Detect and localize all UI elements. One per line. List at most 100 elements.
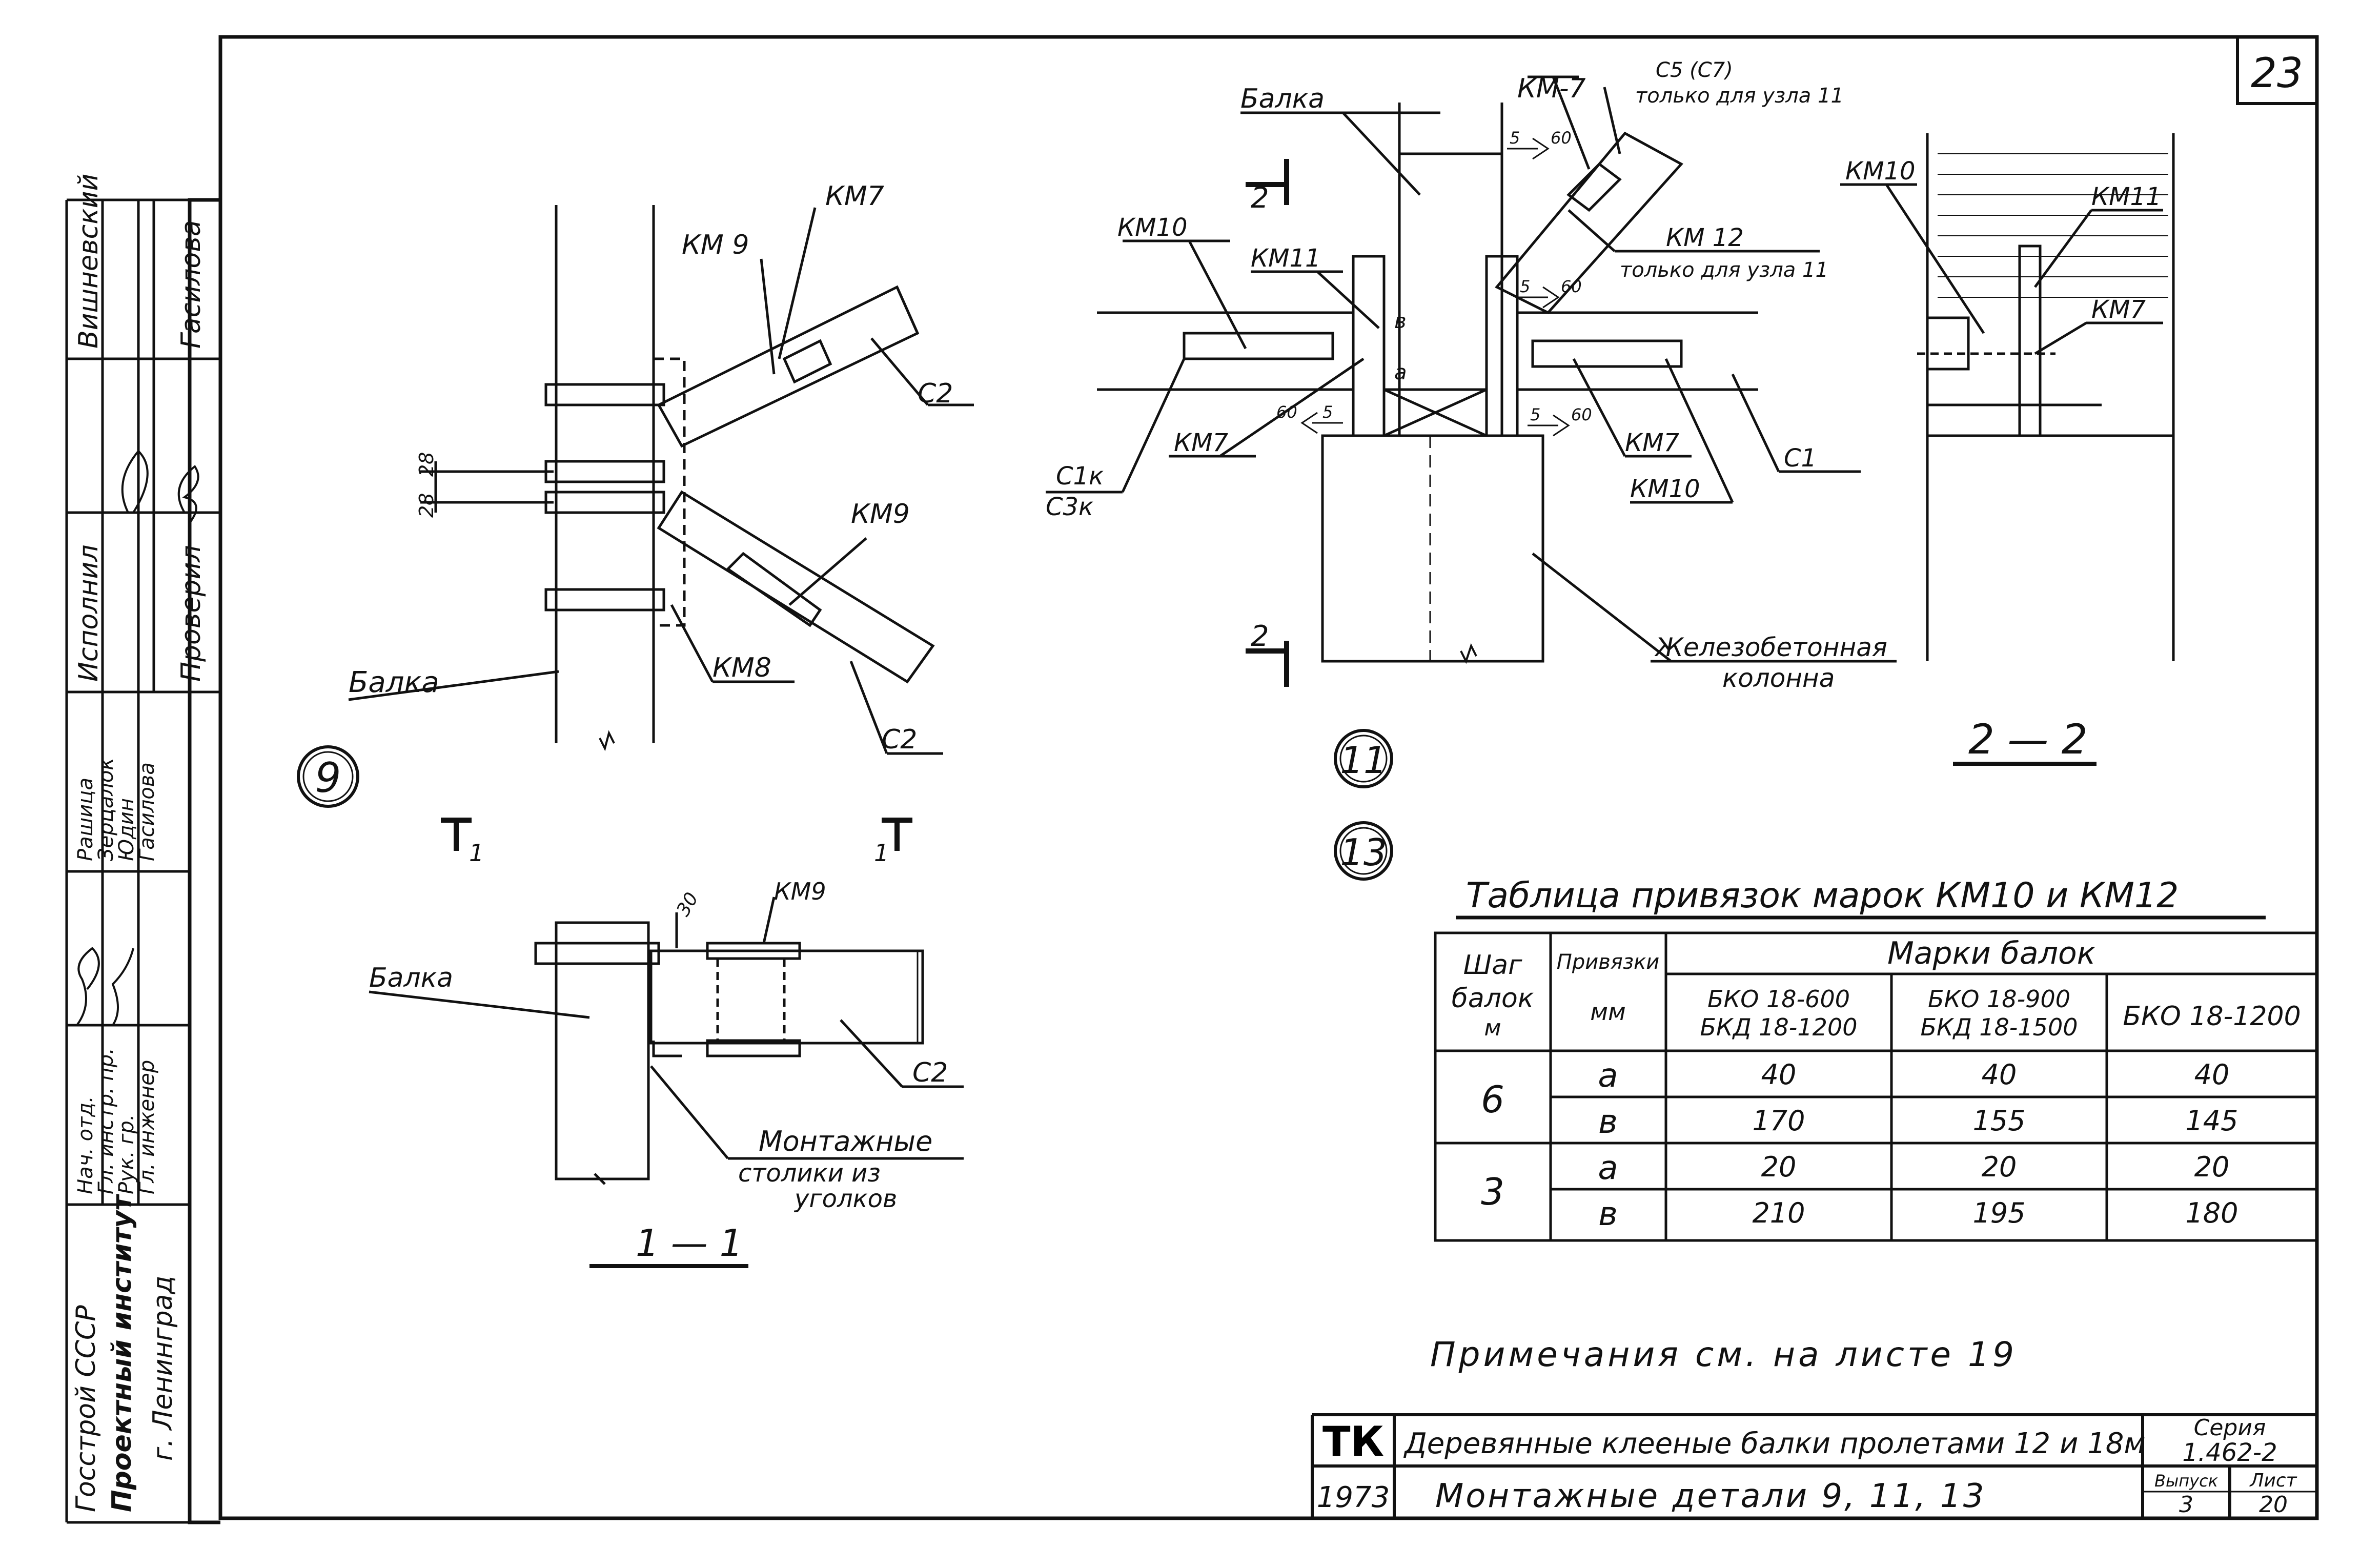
cut-1-right: 1 (874, 839, 889, 867)
section-2-2-km11: КМ11 (2091, 182, 2162, 211)
tb-sheet-value: 20 (2259, 1492, 2288, 1518)
table-mark-3a: БКО 18-1200 (2123, 1001, 2301, 1032)
section-1-1-km9: КМ9 (774, 878, 826, 905)
tb-issue-label: Выпуск (2154, 1471, 2218, 1491)
table-head-bind-1: Привязки (1557, 950, 1660, 974)
detail-11-beam: Балка (1240, 84, 1325, 114)
detail-11-weld-a-4: 5 (1530, 405, 1540, 424)
detail-11-dim-a: a (1394, 361, 1407, 384)
table-bind-r2: в (1598, 1103, 1618, 1141)
detail-11-km11: КМ11 (1251, 244, 1321, 273)
detail-11-weld-b-4: 60 (1571, 405, 1592, 424)
table-head-marks: Марки балок (1887, 935, 2095, 971)
signatures (76, 450, 199, 1026)
section-2-2: 2 — 2 КМ10 КМ11 КМ7 (1840, 133, 2175, 766)
tb-year: 1973 (1317, 1481, 1390, 1514)
stamp-row2-name-2: Гасилова (176, 220, 207, 349)
detail-11-c1: С1 (1784, 444, 1817, 473)
section-1-1-beam: Балка (369, 963, 453, 993)
table-cell-r4c3: 180 (2185, 1197, 2238, 1229)
detail-11-column: Железобетонная (1654, 633, 1887, 662)
detail-9-number: 9 (315, 754, 341, 802)
detail-11-marker (1334, 729, 1393, 788)
side-stamp-text: Госстрой СССР Проектный институт г. Лени… (71, 174, 207, 1512)
detail-11-km12: КМ 12 (1666, 223, 1744, 252)
section-1-1-c2: С2 (912, 1057, 948, 1088)
section-1-1-note-1: Монтажные (759, 1125, 932, 1157)
detail-11-cut-bottom: 2 (1251, 620, 1269, 653)
table-cell-r1c2: 40 (1982, 1058, 2017, 1091)
table-bind-r4: в (1598, 1195, 1618, 1233)
notes-text: Примечания см. на листе 19 (1430, 1335, 2017, 1374)
tb-line2: Монтажные детали 9, 11, 13 (1435, 1477, 1986, 1515)
label-km7: КМ7 (825, 181, 884, 212)
table-cell-r2c3: 145 (2185, 1105, 2238, 1137)
stamp-name-2: Зерцалок (94, 758, 118, 861)
label-beam: Балка (349, 666, 439, 699)
stamp-org-1: Госстрой СССР (71, 1305, 101, 1512)
table-cell-r3c2: 20 (1982, 1151, 2017, 1183)
table-step-6: 6 (1481, 1078, 1504, 1121)
label-km8: КМ8 (713, 653, 771, 683)
detail-11-column-2: колонна (1722, 663, 1835, 693)
detail-11-number: 11 (1340, 739, 1387, 782)
section-1-1-title: 1 — 1 (636, 1221, 743, 1265)
table-head-step-2: балок (1452, 983, 1534, 1014)
stamp-name-3: Юдин (115, 798, 138, 861)
table-head-bind-2: мм (1590, 998, 1625, 1026)
title-block: ТК 1973 Деревянные клееные балки пролета… (1311, 1413, 2317, 1518)
stamp-row2-name-1: Вишневский (73, 174, 104, 349)
section-2-2-title: 2 — 2 (1968, 716, 2088, 763)
detail-11-km10-left: КМ10 (1117, 213, 1188, 242)
label-c2-top: С2 (918, 378, 953, 409)
tb-line1: Деревянные клееные балки пролетами 12 и … (1403, 1427, 2146, 1460)
detail-11-km7-right: КМ7 (1625, 429, 1679, 457)
tb-series-value: 1.462-2 (2182, 1438, 2277, 1467)
detail-11-weld-a-1: 5 (1510, 128, 1520, 148)
section-1-1: 1 — 1 Балка КМ9 С2 30 Монтажные столики … (369, 878, 964, 1268)
section-2-2-km7: КМ7 (2091, 295, 2146, 324)
stamp-role-3: Рук. гр. (115, 1114, 138, 1194)
table-mark-1b: БКД 18-1200 (1700, 1013, 1858, 1041)
binding-table: Таблица привязок марок КМ10 и КМ12 Шаг б… (1434, 875, 2318, 1242)
detail-11-c5-note: только для узла 11 (1635, 84, 1844, 108)
detail-13-marker (1334, 821, 1393, 881)
stamp-row2-role-1: Исполнил (73, 544, 104, 682)
detail-11-km12-note: только для узла 11 (1620, 258, 1828, 282)
detail-11: 11 13 Балка КМ-7 С5 (С7) только для узла… (1046, 58, 1897, 881)
section-1-1-note-2: столики из (738, 1159, 881, 1188)
stamp-role-2: Гл. инстр. пр. (94, 1048, 118, 1194)
label-c2-bottom: С2 (882, 724, 917, 755)
detail-9-marker (297, 745, 359, 808)
table-cell-r1c1: 40 (1761, 1058, 1797, 1091)
table-mark-2a: БКО 18-900 (1928, 985, 2070, 1013)
table-cell-r3c3: 20 (2194, 1151, 2230, 1183)
table-cell-r1c3: 40 (2194, 1058, 2230, 1091)
detail-11-cut-top: 2 (1251, 181, 1269, 215)
detail-11-weld-a-3: 5 (1322, 402, 1333, 422)
label-km9-bottom: КМ9 (851, 499, 910, 530)
detail-11-c3k: С3к (1046, 493, 1093, 521)
table-step-3: 3 (1481, 1170, 1504, 1213)
detail-11-weld-b-3: 60 (1276, 402, 1297, 422)
dim-28-b: 28 (415, 452, 438, 477)
table-mark-1a: БКО 18-600 (1707, 985, 1850, 1013)
detail-11-km7-left: КМ7 (1174, 429, 1228, 457)
detail-11-weld-b-1: 60 (1551, 128, 1572, 148)
table-cell-r2c1: 170 (1752, 1105, 1805, 1137)
section-2-2-km10: КМ10 (1845, 157, 1916, 186)
detail-11-dim-b: в (1394, 310, 1407, 333)
detail-9: 9 КМ 9 КМ7 С2 КМ9 КМ8 С2 Балка 28 28 1 1 (297, 181, 974, 867)
table-head-step-3: м (1484, 1015, 1501, 1041)
stamp-name-4: Гасилова (135, 762, 159, 861)
stamp-name-1: Рашица (74, 778, 97, 861)
detail-13-number: 13 (1340, 831, 1387, 874)
tb-series-label: Серия (2194, 1415, 2266, 1441)
detail-11-km7-top: КМ-7 (1517, 73, 1586, 104)
section-1-1-note-3: уголков (793, 1185, 897, 1213)
table-title: Таблица привязок марок КМ10 и КМ12 (1466, 875, 2179, 916)
tb-issue-value: 3 (2179, 1492, 2193, 1518)
table-head-step-1: Шаг (1463, 950, 1522, 981)
stamp-org-2: Проектный институт (107, 1194, 137, 1512)
